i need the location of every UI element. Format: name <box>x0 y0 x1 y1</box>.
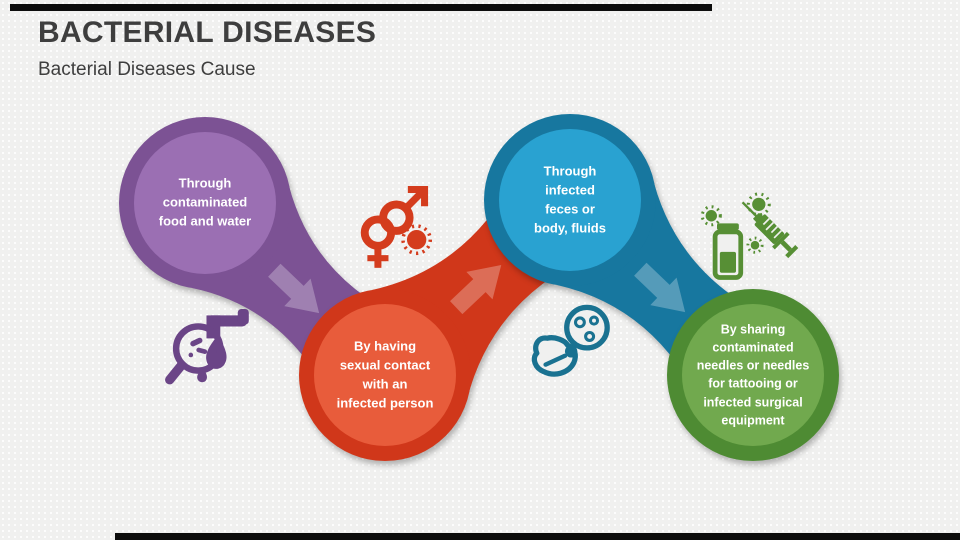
gender-symbols-virus-icon <box>360 186 433 268</box>
syringe-vial-virus-icon <box>700 192 799 280</box>
step-4-shape <box>667 289 839 461</box>
top-edge-bar <box>10 4 712 11</box>
flow-arrow-2 <box>450 265 502 315</box>
step-1-label: Through contaminated food and water <box>158 175 252 229</box>
faucet-water-magnifier-icon <box>165 308 249 385</box>
slide-title: BACTERIAL DISEASES <box>38 16 377 49</box>
step-4-label: By sharing contaminated needles or needl… <box>696 322 810 428</box>
step-2-label: By having sexual contact with an infecte… <box>336 338 434 410</box>
flow-arrow-1 <box>268 263 320 314</box>
bottom-edge-bar <box>115 533 960 540</box>
flow-arrow-3 <box>634 262 686 313</box>
stool-microbes-icon <box>531 304 610 377</box>
slide-subtitle: Bacterial Diseases Cause <box>38 59 256 80</box>
step-3-label: Through infected feces or body, fluids <box>534 163 606 235</box>
